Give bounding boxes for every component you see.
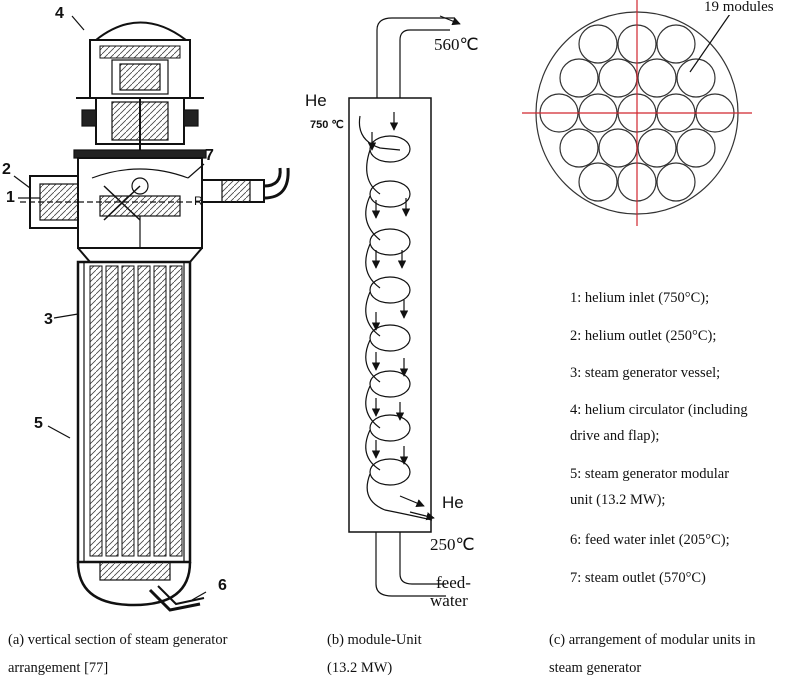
- feed-water-line: [375, 532, 446, 597]
- feed-water-pipe: [148, 588, 201, 612]
- caption-a-line1: (a) vertical section of steam generator: [8, 632, 228, 648]
- bottom-head: [76, 561, 192, 607]
- steam-outlet-temp: 560℃: [434, 35, 479, 54]
- helium-outlet-label: He: [442, 493, 464, 512]
- flow-arrows: [367, 112, 435, 521]
- legend-item-2: 2: helium outlet (250°C);: [570, 328, 717, 344]
- legend-item-5-cont: unit (13.2 MW);: [570, 492, 666, 508]
- feed-water-label-1: feed-: [436, 573, 471, 592]
- module-arrangement: [522, 0, 752, 226]
- caption-b-line1: (b) module-Unit: [327, 632, 422, 648]
- legend-item-4-cont: drive and flap);: [570, 428, 660, 444]
- helical-coil: [358, 115, 433, 521]
- caption-c-line1: (c) arrangement of modular units in: [549, 632, 756, 648]
- caption-b: (b) module-Unit (13.2 MW): [327, 626, 422, 682]
- callout-3: 3: [44, 311, 53, 328]
- tube-bundle: [89, 265, 183, 557]
- legend-item-1: 1: helium inlet (750°C);: [570, 290, 710, 306]
- legend-item-4: 4: helium circulator (including: [570, 402, 748, 418]
- steam-outlet-line: [376, 17, 455, 98]
- circulator-dome: [95, 21, 187, 41]
- steam-generator-section: R: [20, 21, 290, 612]
- callout-7: 7: [205, 147, 214, 164]
- callout-5: 5: [34, 415, 43, 432]
- callout-6: 6: [218, 577, 227, 594]
- feed-water-label-2: water: [430, 591, 468, 610]
- helium-outlet-temp: 250℃: [430, 535, 475, 554]
- legend-item-3: 3: steam generator vessel;: [570, 365, 721, 381]
- callout-1: 1: [6, 189, 15, 206]
- module-unit: [348, 15, 461, 597]
- module-shell: [348, 97, 432, 533]
- callout-2: 2: [2, 161, 11, 178]
- callout-leaders: [13, 15, 207, 601]
- modules-count-label: 19 modules: [704, 0, 774, 15]
- callout-4: 4: [55, 5, 64, 22]
- caption-b-line2: (13.2 MW): [327, 660, 393, 676]
- caption-a-line2: arrangement [77]: [8, 660, 109, 676]
- legend-item-6: 6: feed water inlet (205°C);: [570, 532, 730, 548]
- caption-a: (a) vertical section of steam generator …: [8, 626, 227, 682]
- helium-inlet-label: He: [305, 91, 327, 110]
- caption-c: (c) arrangement of modular units in stea…: [549, 626, 756, 682]
- helium-inlet-temp: 750 ℃: [310, 119, 344, 131]
- modules-leader: [689, 13, 731, 73]
- svg-text:R: R: [194, 194, 203, 208]
- legend-item-7: 7: steam outlet (570°C): [570, 570, 706, 586]
- legend-item-5: 5: steam generator modular: [570, 466, 730, 482]
- caption-c-line2: steam generator: [549, 660, 642, 676]
